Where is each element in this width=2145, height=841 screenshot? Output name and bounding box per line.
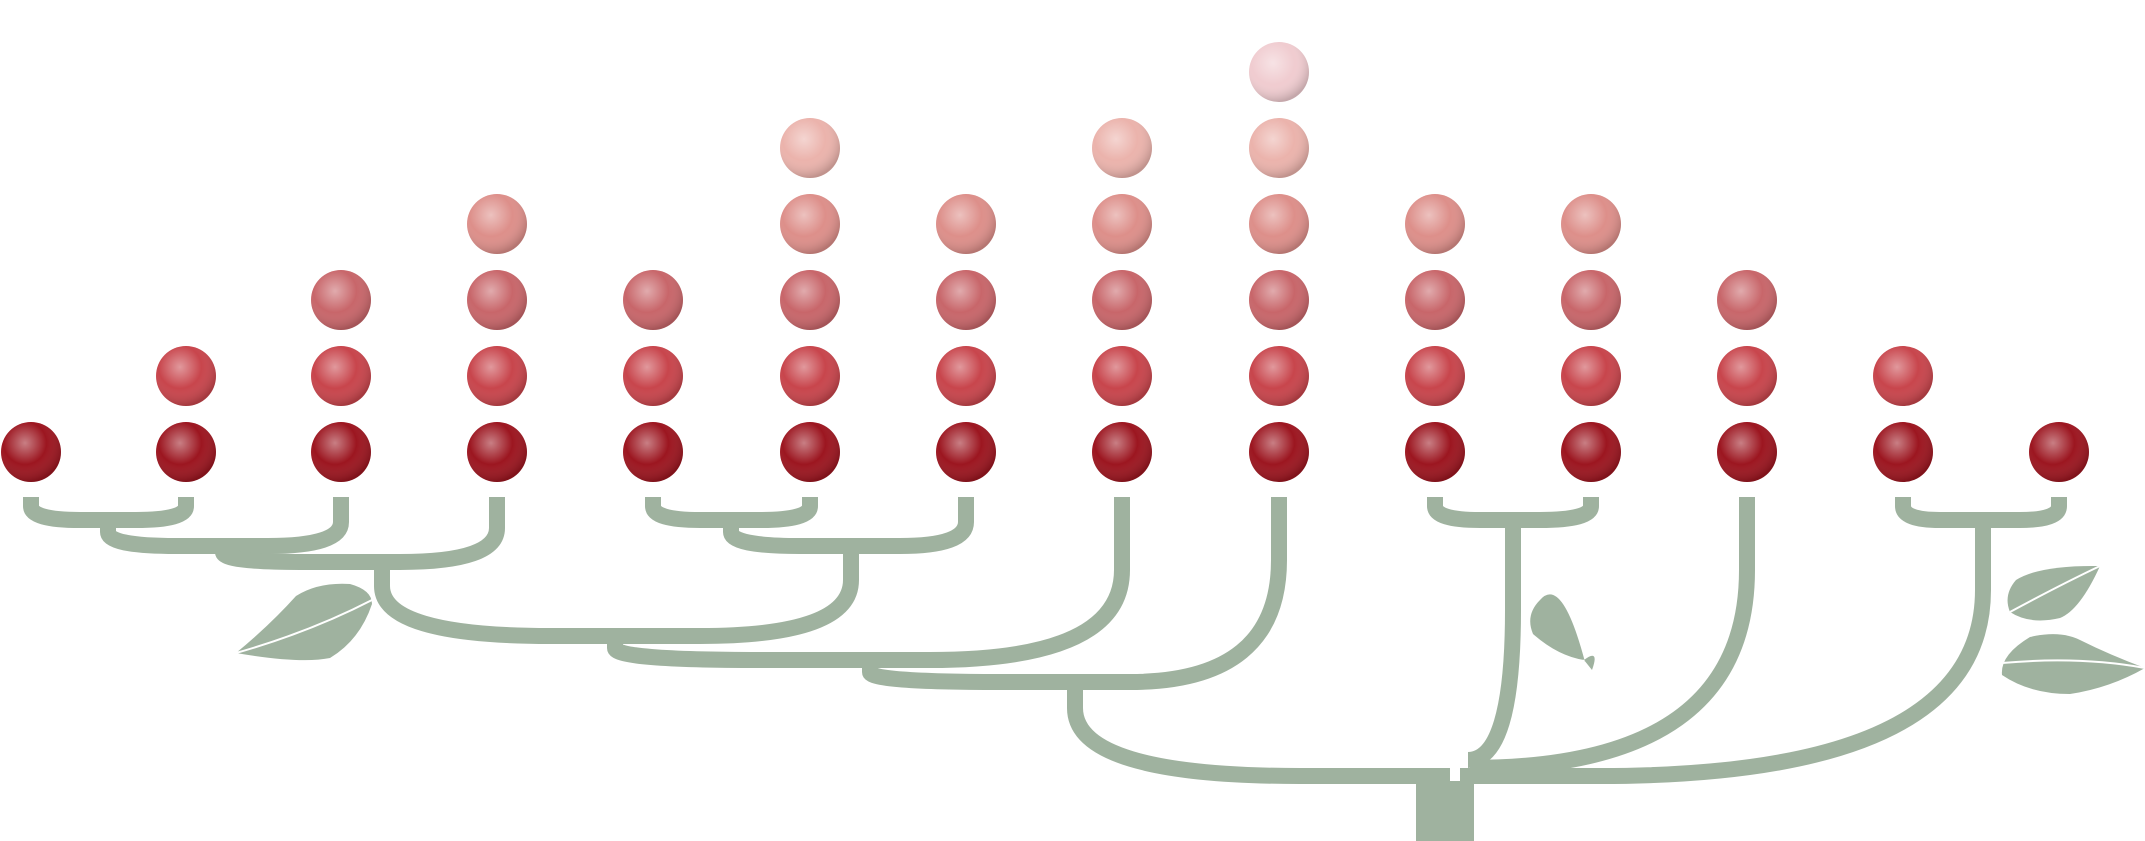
dot-shading (1092, 194, 1152, 254)
dot-shading (936, 194, 996, 254)
dot-column-5 (623, 270, 683, 482)
dot-shading (1249, 118, 1309, 178)
dot-shading (623, 270, 683, 330)
dot-shading (1405, 194, 1465, 254)
dot-shading (1, 422, 61, 482)
dot-shading (936, 346, 996, 406)
dot-column-8 (1092, 118, 1152, 482)
branch-col-12 (1469, 497, 1755, 776)
dot-shading (311, 270, 371, 330)
branch-clade-5-7 (723, 497, 974, 554)
leaf-right-upper-vein (2009, 565, 2101, 613)
dot-shading (780, 422, 840, 482)
branch-clade-13-14-stem (1460, 520, 1991, 784)
dot-shading (311, 346, 371, 406)
dot-column-12 (1717, 270, 1777, 482)
dot-shading (1561, 270, 1621, 330)
dot-shading (623, 346, 683, 406)
branch-clade-1-3 (100, 497, 349, 554)
dot-shading (1249, 422, 1309, 482)
leaf-left (236, 583, 372, 661)
dot-shading (936, 270, 996, 330)
dot-shading (1249, 42, 1309, 102)
dot-column-3 (311, 270, 371, 482)
dot-column-11 (1561, 194, 1621, 482)
dot-shading (780, 118, 840, 178)
dot-shading (780, 270, 840, 330)
dot-shading (1717, 422, 1777, 482)
dot-column-2 (156, 346, 216, 482)
dot-shading (780, 194, 840, 254)
dot-shading (1092, 346, 1152, 406)
dot-shading (2029, 422, 2089, 482)
dot-column-6 (780, 118, 840, 482)
dot-column-4 (467, 194, 527, 482)
dot-columns (1, 42, 2089, 482)
leaf-right-lower (2001, 634, 2145, 694)
dot-shading (1717, 270, 1777, 330)
dot-column-10 (1405, 194, 1465, 482)
dot-column-9 (1249, 42, 1309, 482)
tree-branches (23, 497, 2067, 841)
leaf-right-lower-vein (2001, 659, 2145, 669)
branch-join-left-mid (374, 554, 859, 644)
leaf-right-upper (2007, 565, 2100, 621)
leaf-center-vein (1549, 659, 1585, 755)
dot-column-13 (1873, 346, 1933, 482)
dot-shading (1717, 346, 1777, 406)
dot-shading (936, 422, 996, 482)
dot-shading (1561, 422, 1621, 482)
dot-shading (467, 270, 527, 330)
leaf-center (1530, 594, 1595, 670)
dot-shading (1092, 118, 1152, 178)
leaf-left-vein (235, 599, 373, 654)
dot-shading (1249, 194, 1309, 254)
dot-shading (1092, 422, 1152, 482)
dot-shading (1873, 346, 1933, 406)
dot-shading (1249, 346, 1309, 406)
dot-shading (467, 346, 527, 406)
dot-column-14 (2029, 422, 2089, 482)
branch-pair-5-6 (645, 497, 818, 528)
dot-shading (156, 346, 216, 406)
tree-leaves (235, 565, 2145, 755)
branch-join-to-trunk (1067, 682, 1450, 784)
dot-shading (1092, 270, 1152, 330)
dot-shading (467, 194, 527, 254)
dot-shading (156, 422, 216, 482)
dot-column-7 (936, 194, 996, 482)
dot-shading (1249, 270, 1309, 330)
dot-shading (311, 422, 371, 482)
dot-shading (1561, 346, 1621, 406)
dot-shading (1561, 194, 1621, 254)
dot-shading (780, 346, 840, 406)
branch-join-col-8 (607, 497, 1130, 668)
branch-pair-10-11 (1427, 497, 1599, 528)
branch-pair-13-14 (1895, 497, 2067, 528)
dot-column-1 (1, 422, 61, 482)
branch-pair-1-2 (23, 497, 194, 528)
trunk (1416, 784, 1474, 841)
dot-shading (1405, 346, 1465, 406)
dot-shading (623, 422, 683, 482)
dot-shading (1873, 422, 1933, 482)
dot-shading (1405, 422, 1465, 482)
branch-join-col-9 (862, 497, 1287, 690)
dot-shading (467, 422, 527, 482)
branch-clade-1-4 (215, 497, 505, 570)
branch-clade-10-11-stem (1467, 520, 1521, 768)
dot-shading (1405, 270, 1465, 330)
